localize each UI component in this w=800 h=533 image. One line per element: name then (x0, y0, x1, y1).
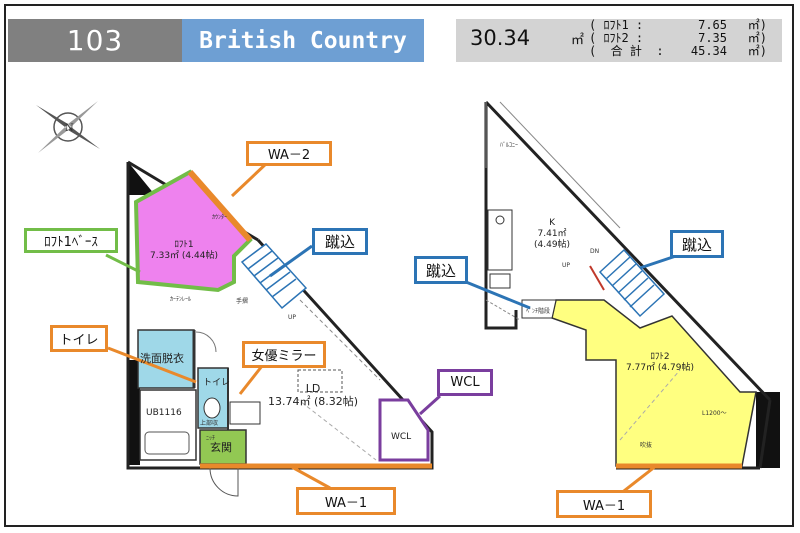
loft-area-row: ( ﾛﾌﾄ2 : 7.35 ㎡) (589, 31, 767, 45)
balcony-label: ﾊﾞﾙｺﾆｰ (500, 142, 519, 149)
stairs-right (598, 248, 666, 318)
fukinuke-label: 吹抜 (640, 442, 653, 449)
loft-area-row: ( ﾛﾌﾄ1 : 7.65 ㎡) (589, 18, 767, 32)
stairs-left (240, 242, 308, 310)
entrance (199, 429, 247, 465)
svg-text:N: N (65, 123, 74, 134)
callout-mirror: 女優ミラー (242, 341, 326, 368)
floor-plan-first-floor (126, 160, 434, 497)
callout-wa1-left: WA－1 (296, 487, 396, 515)
handrail-label: 手摺 (236, 298, 249, 305)
entrance-label: 玄関 (210, 441, 232, 454)
callout-stairs-right-left: 蹴込 (414, 256, 468, 284)
wcl-closet (378, 398, 430, 462)
total-area: 30.34 (470, 26, 531, 50)
kitchen-label: K 7.41㎡ (4.49帖) (534, 218, 571, 250)
up-label-left: UP (288, 314, 297, 321)
compass-rose-icon: N (36, 101, 100, 153)
unit-number: 103 (8, 19, 182, 62)
stair-rail-label: ﾍﾞﾝﾁ階段 (526, 308, 551, 315)
counter-label: ｶｳﾝﾀｰ (212, 214, 228, 221)
niche-label: ﾆｯﾁ (206, 435, 216, 442)
loft1-area (133, 169, 253, 293)
ceiling-height-label: L1200～ (702, 410, 727, 417)
washroom-label: 洗面脱衣 (140, 352, 184, 365)
unit-bath-label: UB1116 (146, 408, 182, 418)
loft-area-row: ( 合 計 : 45.34 ㎡) (589, 44, 767, 58)
wcl-label: WCL (391, 432, 412, 442)
callout-toilet: トイレ (50, 325, 108, 352)
curtain-rail-label: ｶｰﾃﾝﾚｰﾙ (170, 296, 192, 303)
loft-area-list: ( ﾛﾌﾄ1 : 7.65 ㎡) ( ﾛﾌﾄ2 : 7.35 ㎡) ( 合 計 … (589, 19, 767, 58)
toilet-label: トイレ (203, 378, 231, 388)
loft2-area (551, 299, 757, 467)
dn-label: DN (590, 248, 600, 255)
callout-wa2: WA－2 (246, 141, 332, 166)
unit-bath (139, 389, 197, 461)
callout-loft1-space: ﾛﾌﾄ1ﾍﾞｰｽ (24, 228, 118, 253)
up-label-right: UP (562, 262, 571, 269)
callout-stairs-right-top: 蹴込 (670, 230, 724, 258)
callout-wa1-right: WA－1 (556, 490, 652, 518)
callout-stairs-left: 蹴込 (312, 228, 368, 255)
drawing-frame (4, 4, 794, 527)
area-summary: 30.34 ㎡ ( ﾛﾌﾄ1 : 7.65 ㎡) ( ﾛﾌﾄ2 : 7.35 ㎡… (456, 19, 782, 62)
area-unit: ㎡ (571, 33, 585, 48)
storage-label: 上部収 (200, 420, 219, 427)
floor-plan-loft-floor (484, 100, 780, 470)
callout-leaders (105, 160, 683, 496)
callout-wcl: WCL (437, 369, 493, 396)
style-name: British Country (182, 19, 424, 62)
